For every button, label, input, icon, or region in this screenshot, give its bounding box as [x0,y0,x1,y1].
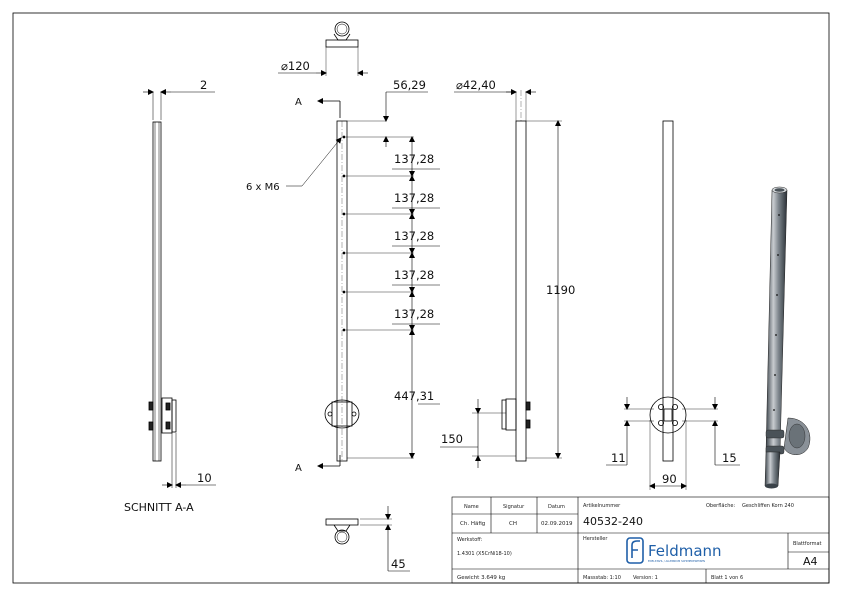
dim-right-offset: 15 [722,451,737,465]
top-view [278,21,368,76]
dim-flange-height: 150 [441,432,463,446]
dim-flange-width: 90 [662,472,677,486]
tb-header-date: Datum [548,504,565,510]
tb-header-manufacturer: Hersteller [583,536,608,542]
dim-hole-spacing-4: 137,28 [394,268,434,282]
dim-hole-spacing-3: 137,28 [394,229,434,243]
isometric-view [764,186,811,489]
front-view [286,91,440,469]
tb-value-version: Version: 1 [633,575,658,581]
dim-section-bottom: 10 [197,471,212,485]
tb-value-scale: Massstab: 1:10 [583,575,621,581]
tb-value-material: 1.4301 (X5CrNi18-10) [457,551,512,557]
tb-value-surface: Geschliffen Korn 240 [742,503,794,509]
tb-header-signature: Signatur [503,504,525,510]
tb-header-surface: Oberfläche: [706,503,735,509]
dim-bottom-distance: 447,31 [394,389,434,403]
dim-left-offset: 11 [611,451,626,465]
dim-hole-offset: 56,29 [393,78,426,92]
dim-total-height: 1190 [546,283,575,297]
tb-header-article: Artikelnummer [583,503,621,509]
rear-view [606,120,740,490]
section-title: SCHNITT A-A [124,501,194,514]
dim-hole-spacing-2: 137,28 [394,191,434,205]
tb-value-sheet-format: A4 [803,555,818,568]
dim-bottom-view-height: 45 [391,557,406,571]
dim-hole-spacing-1: 137,28 [394,152,434,166]
tb-value-signature: CH [509,521,517,527]
tb-header-material: Werkstoff: [457,537,483,543]
tb-value-weight: Gewicht 3.649 kg [457,575,505,581]
dim-post-diameter: ⌀42,40 [456,78,496,92]
tb-header-sheet-format: Blattformat [793,541,822,547]
tb-value-article: 40532-240 [583,515,643,528]
dim-wall-thickness: 2 [200,78,207,92]
tb-value-date: 02.09.2019 [541,521,573,527]
section-view [143,89,216,488]
dim-flange-diameter: ⌀120 [281,59,310,73]
holes-label: 6 x M6 [246,182,280,193]
logo-brand: Feldmann [648,542,722,560]
bottom-view [325,506,410,572]
tb-value-sheet: Blatt 1 von 6 [711,575,743,581]
feldmann-logo: Feldmann EDELSTAHL / ALUMINIUM SCHMIEDEW… [626,537,722,564]
section-marker-bottom: A [295,463,302,474]
dim-hole-spacing-5: 137,28 [394,307,434,321]
title-block [451,496,830,584]
section-marker-top: A [295,97,302,108]
side-view [440,89,562,468]
tb-header-name: Name [464,504,479,510]
sheet-border [12,12,830,584]
logo-tagline: EDELSTAHL / ALUMINIUM SCHMIEDEWEISEN [648,559,705,563]
tb-value-name: Ch. Häfig [460,521,485,527]
